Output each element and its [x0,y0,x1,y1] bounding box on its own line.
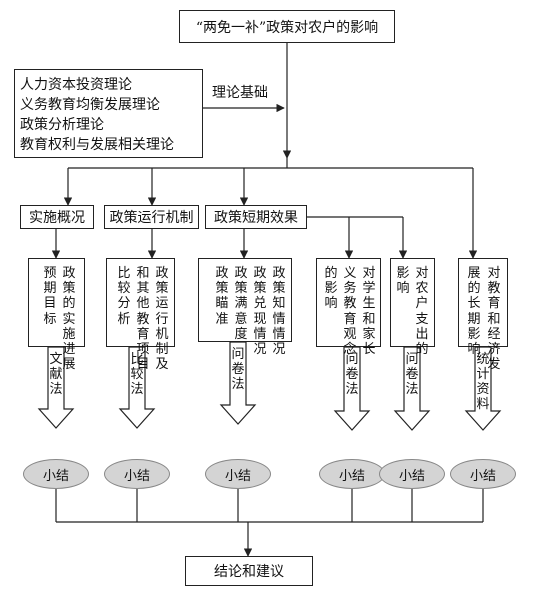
theories-box: 人力资本投资理论 义务教育均衡发展理论 政策分析理论 教育权利与发展相关理论 [14,69,203,158]
method-short-term: 问卷法 [231,347,245,392]
detail-implementation: 政策的实施进展 预期目标 [28,258,85,372]
method-long-term: 统计资料 [476,352,490,412]
category-implementation: 实施概况 [20,205,94,229]
method-family-concept: 问卷法 [345,352,359,397]
detail-mechanism: 政策运行机制及 和其他教育项目 比较分析 [106,258,175,372]
category-short-term: 政策短期效果 [205,205,307,229]
conclusion-box: 结论和建议 [185,556,313,586]
diagram-title: “两免一补”政策对农户的影响 [179,10,395,43]
detail-short-term: 政策知情情况 政策兑现情况 政策满意度 政策瞄准 [198,258,292,357]
summary-oval-6: 小结 [450,459,516,489]
method-household-expense: 问卷法 [405,352,419,397]
detail-long-term: 对教育和经济发 展的长期影响 [458,258,508,372]
summary-oval-2: 小结 [104,459,170,489]
theory-4: 教育权利与发展相关理论 [20,137,174,153]
category-mechanism: 政策运行机制 [104,205,199,229]
theory-1: 人力资本投资理论 [20,77,132,93]
summary-oval-1: 小结 [23,459,89,489]
detail-household-expense: 对农户支出的 影响 [390,258,435,357]
summary-oval-5: 小结 [379,459,445,489]
method-implementation: 文献法 [49,352,63,397]
detail-family-concept: 对学生和家长 义务教育观念 的影响 [316,258,381,357]
summary-oval-3: 小结 [205,459,271,489]
title-text: “两免一补”政策对农户的影响 [195,19,379,36]
theory-3: 政策分析理论 [20,117,104,133]
conclusion-text: 结论和建议 [214,564,284,580]
summary-oval-4: 小结 [319,459,385,489]
method-mechanism: 比较法 [130,352,144,397]
basis-label: 理论基础 [212,85,268,101]
theory-2: 义务教育均衡发展理论 [20,97,160,113]
